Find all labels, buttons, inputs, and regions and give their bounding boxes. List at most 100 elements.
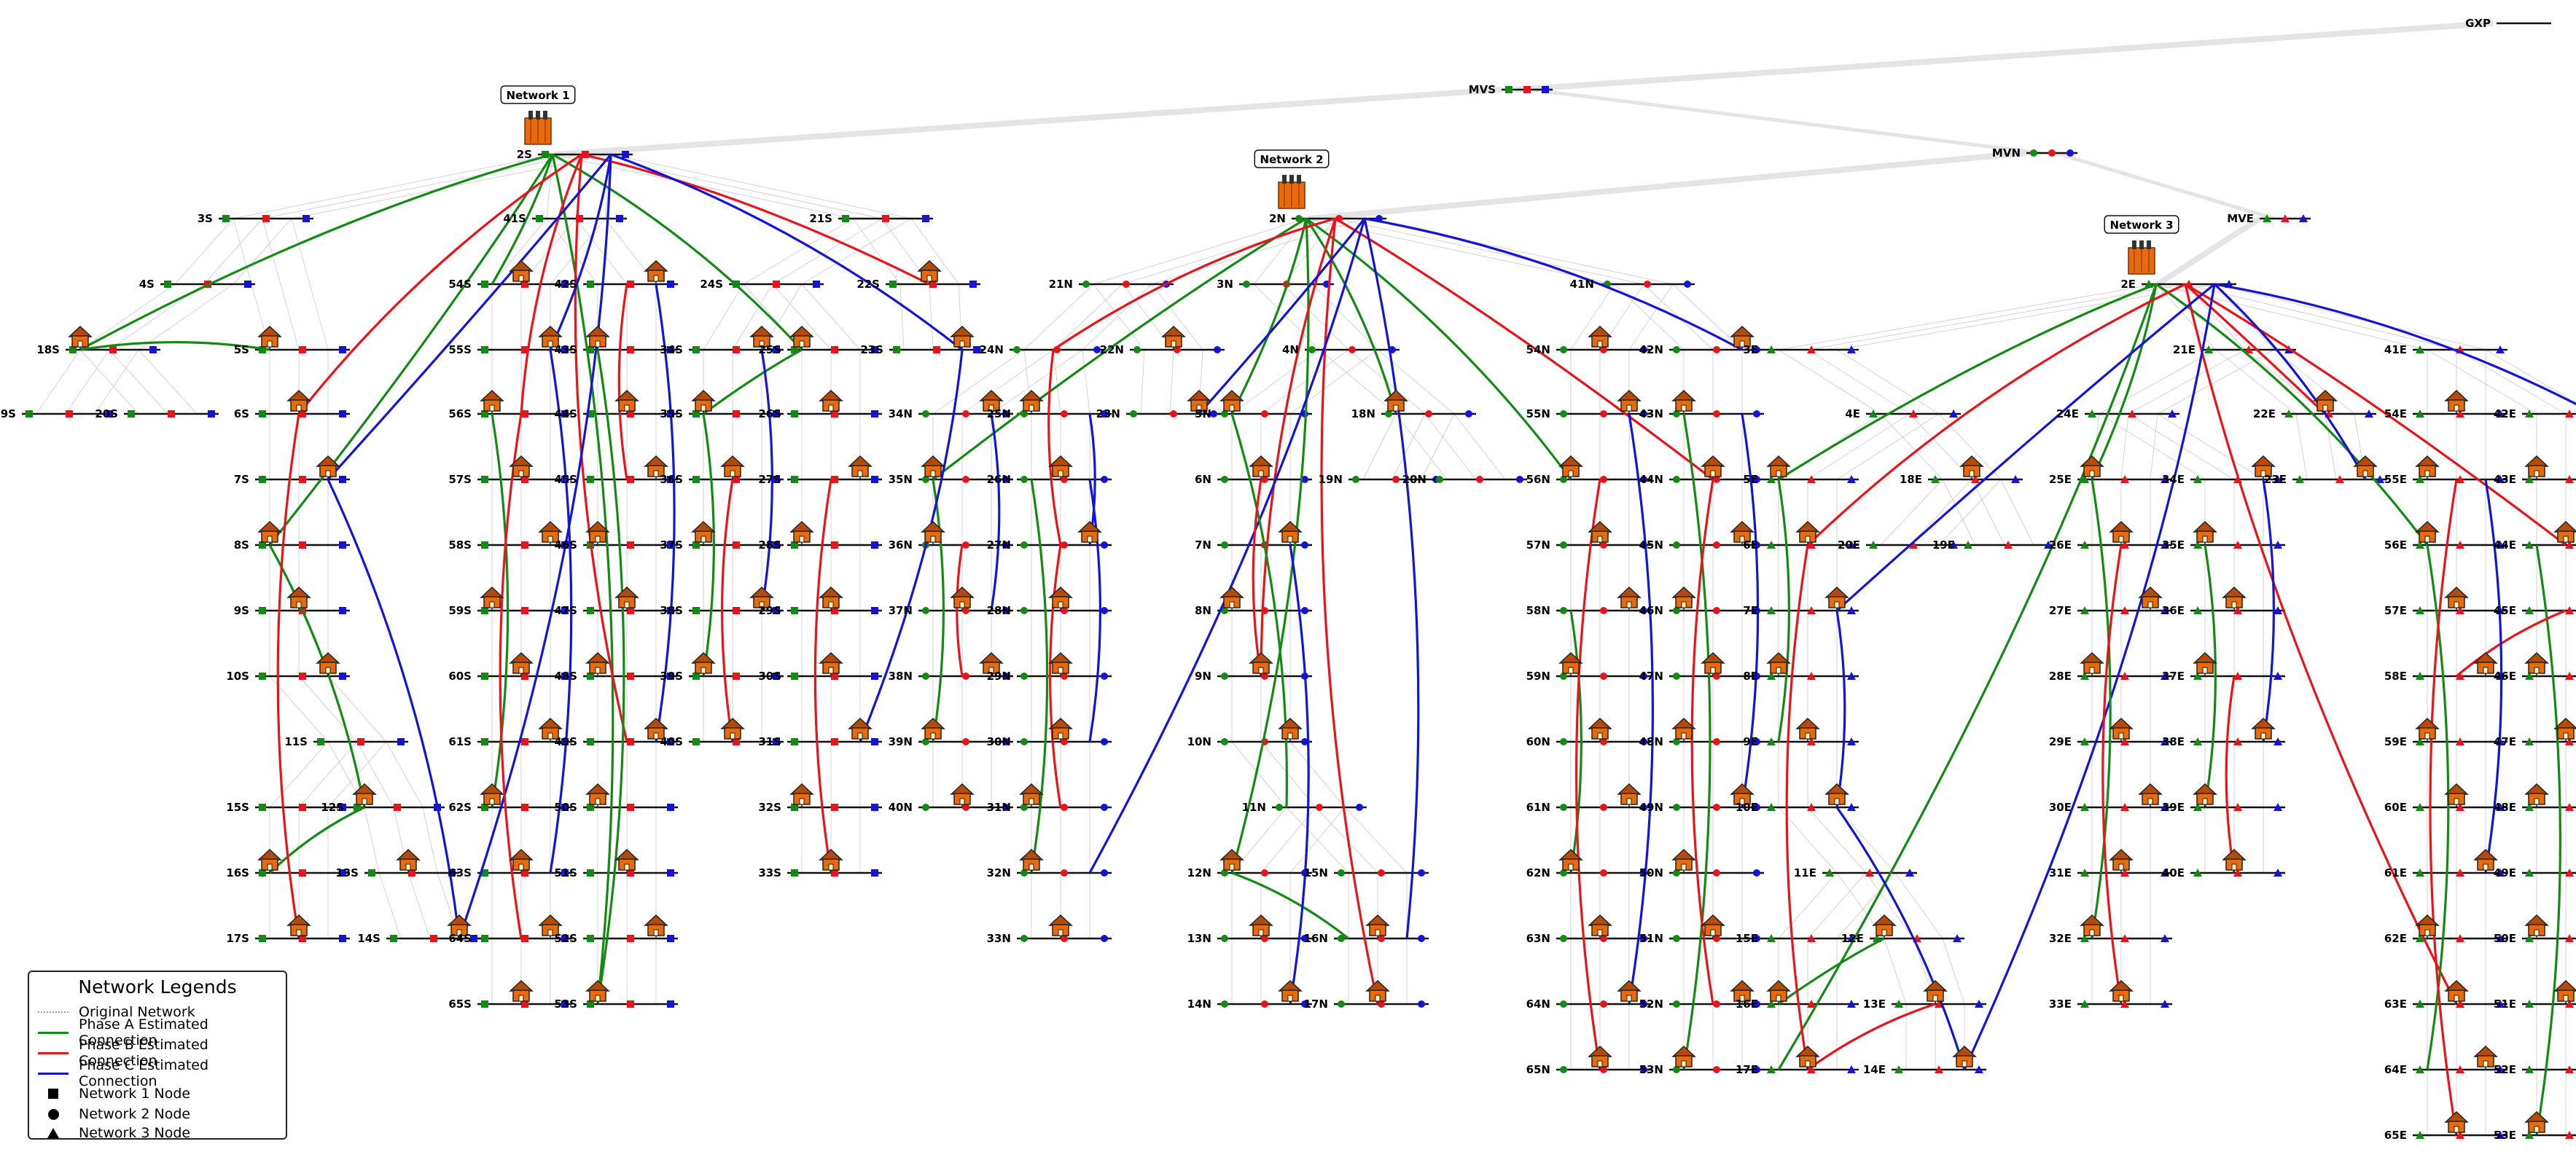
bus-node xyxy=(2413,1000,2507,1008)
phase-connection xyxy=(2155,283,2429,546)
bus-node xyxy=(918,410,1013,418)
bus-node xyxy=(1556,607,1651,614)
node-label: 5N xyxy=(1195,407,1211,420)
original-network-line xyxy=(2099,349,2217,415)
node-label: 47N xyxy=(1639,670,1663,683)
house-icon xyxy=(614,586,639,611)
node-label: 60S xyxy=(448,670,472,683)
node-label: 57S xyxy=(448,473,472,486)
node-label: 14N xyxy=(1187,998,1211,1011)
node-label: MVN xyxy=(1992,146,2021,160)
node-label: 52N xyxy=(1639,998,1663,1011)
node-label: 12S xyxy=(321,801,344,814)
node-label: 39E xyxy=(2162,801,2185,814)
bus-node xyxy=(1892,1065,1986,1073)
original-network-line xyxy=(1231,349,1320,415)
node-label: 7N xyxy=(1195,538,1211,552)
phase-connection xyxy=(2429,479,2458,1136)
phase-connections xyxy=(79,153,2576,1136)
node-label: 55E xyxy=(2384,473,2407,486)
node-label: 37N xyxy=(889,604,913,617)
node-label: 13E xyxy=(1863,998,1886,1011)
node-label: 32E xyxy=(2049,932,2072,945)
original-network-line xyxy=(1836,413,1940,480)
node-label: 36S xyxy=(660,473,683,486)
house-icon xyxy=(1365,914,1390,938)
phase-connection xyxy=(1778,937,1885,1006)
node-label: 20S xyxy=(95,407,118,420)
node-label: 51E xyxy=(2494,998,2516,1011)
node-label: 53N xyxy=(1639,1063,1663,1076)
phase-connection xyxy=(760,349,773,611)
original-network-line xyxy=(1289,349,1378,415)
feeder-line xyxy=(1308,150,2027,222)
node-label: 54S xyxy=(448,278,472,291)
house-icon xyxy=(2109,717,2134,742)
bus-node xyxy=(2413,475,2507,483)
bus-node xyxy=(2522,672,2576,680)
phase-connection xyxy=(2091,479,2112,939)
phase-connection xyxy=(813,479,832,874)
bus-node xyxy=(1669,476,1764,483)
house-icon xyxy=(1671,848,1696,873)
house-icon xyxy=(480,783,504,807)
node-label: 42S xyxy=(554,278,577,291)
phase-connection xyxy=(1835,610,1846,808)
house-icon xyxy=(848,717,873,742)
original-network-line xyxy=(1942,479,1976,546)
bus-node xyxy=(1866,541,1961,549)
node-label: 59S xyxy=(448,604,472,617)
bus-node xyxy=(477,869,572,877)
node-label: 22S xyxy=(856,278,880,291)
house-icon xyxy=(1588,325,1612,350)
bus-node xyxy=(1502,86,1553,93)
phase-connection xyxy=(458,154,612,939)
bus-node xyxy=(1432,476,1527,483)
node-label: 19S xyxy=(0,407,16,420)
house-icon xyxy=(1558,651,1583,676)
bus-node xyxy=(2077,1000,2172,1008)
original-network-line xyxy=(203,218,263,285)
bus-node xyxy=(787,673,882,680)
phase-connection xyxy=(276,413,300,939)
original-network-line xyxy=(1424,413,1477,480)
original-network-line xyxy=(910,218,959,285)
phase-connection xyxy=(1252,479,1262,677)
house-icon xyxy=(819,389,843,414)
original-network-line xyxy=(1894,872,1943,939)
original-network-line xyxy=(546,154,553,219)
house-icon xyxy=(1048,717,1073,742)
bus-node xyxy=(1669,804,1764,811)
original-network-line xyxy=(2295,413,2308,480)
original-network-line xyxy=(262,154,582,219)
bus-node xyxy=(889,346,984,353)
house-icon xyxy=(819,586,843,611)
phase-connection xyxy=(2184,283,2458,1005)
bus-node xyxy=(1556,476,1651,483)
original-network-line xyxy=(1231,807,1287,874)
node-label: 48S xyxy=(554,670,577,683)
original-network-line xyxy=(1909,413,1972,480)
house-icon xyxy=(2251,717,2276,742)
node-label: 50N xyxy=(1639,866,1663,879)
bus-node xyxy=(583,346,678,353)
original-network-line xyxy=(1672,283,1743,350)
bus-node xyxy=(2413,1131,2507,1139)
node-label: 64S xyxy=(448,932,472,945)
node-label: 45S xyxy=(554,473,577,486)
node-label: 16E xyxy=(1736,998,1758,1011)
node-label: 4N xyxy=(1282,343,1299,356)
house-icon xyxy=(979,389,1004,414)
original-network-line xyxy=(732,283,773,350)
house-icon xyxy=(1048,651,1073,676)
node-label: 22N xyxy=(1100,343,1124,356)
node-label: 15E xyxy=(1736,932,1758,945)
bus-node xyxy=(1017,738,1112,745)
house-icon xyxy=(1249,651,1273,676)
node-label: 61S xyxy=(448,735,472,748)
node-label: 37S xyxy=(660,538,683,552)
node-label: 14E xyxy=(1863,1063,1886,1076)
house-icon xyxy=(509,651,534,676)
original-network-line xyxy=(1311,283,1378,350)
